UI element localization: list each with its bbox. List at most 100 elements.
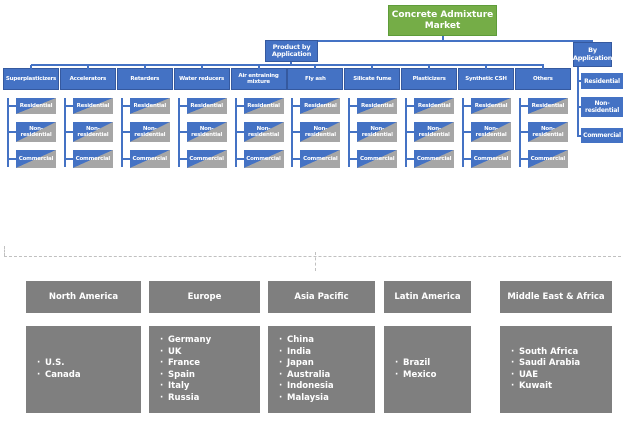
application-node: Commercial <box>7 150 56 168</box>
bullet-icon: · <box>37 369 41 380</box>
bullet-icon: · <box>279 335 283 345</box>
region-country-item: ·Germany <box>160 335 260 347</box>
region-country-item: · Malaysia <box>279 393 375 405</box>
dashed-divider-center-stub <box>315 252 316 271</box>
bullet-icon: · <box>279 369 283 380</box>
application-node: Residential <box>234 98 284 114</box>
region-country-item: ·South Africa <box>511 347 612 359</box>
application-node: Non-residential <box>234 122 284 142</box>
region-country-item: ·Spain <box>160 370 260 382</box>
application-node: Residential <box>177 98 227 114</box>
product-node: Retarders <box>116 65 173 90</box>
region-card-latin-america: Latin America·Brazil·Mexico <box>384 281 471 413</box>
region-country-item: ·France <box>160 358 260 370</box>
application-node: Non-residential <box>120 122 170 142</box>
application-node: Residential <box>518 98 568 114</box>
region-country-list: ·U.S.·Canada <box>26 326 141 413</box>
bullet-icon: · <box>279 392 283 403</box>
region-country-item: ·U.S. <box>37 358 141 370</box>
application-node: Non-residential <box>177 122 227 142</box>
region-header: Europe <box>149 281 260 313</box>
application-node: Residential <box>462 98 511 114</box>
region-country-item: ·Mexico <box>395 370 471 382</box>
region-country-item: ·Brazil <box>395 358 471 370</box>
bullet-icon: · <box>160 381 164 391</box>
region-country-item: ·Indonesia <box>279 381 375 393</box>
application-node: Residential <box>7 98 56 114</box>
application-node: Non-residential <box>462 122 511 142</box>
bullet-icon: · <box>160 392 164 403</box>
application-node: Commercial <box>348 150 398 168</box>
country-label: Malaysia <box>287 392 329 403</box>
region-card-asia-pacific: Asia Pacific·China·India·Japan·Australia… <box>268 281 375 413</box>
application-node: Commercial <box>120 150 170 168</box>
country-label: Italy <box>168 381 190 391</box>
by-application-node: By Application <box>573 42 612 67</box>
region-country-item: · Japan <box>279 358 375 370</box>
region-country-item: ·Kuwait <box>511 381 612 393</box>
product-by-application-node: Product by Application <box>265 40 318 62</box>
bullet-icon: · <box>160 335 164 345</box>
region-country-item: ·Russia <box>160 393 260 405</box>
application-node: Residential <box>63 98 113 114</box>
bullet-icon: · <box>511 369 515 380</box>
application-node: Commercial <box>63 150 113 168</box>
application-node: Non-residential <box>7 122 56 142</box>
region-country-item: ·China <box>279 335 375 347</box>
region-country-item: ·India <box>279 347 375 359</box>
country-label: Japan <box>287 358 314 368</box>
product-node: Plasticizers <box>401 65 458 90</box>
product-node: Superplasticizers <box>3 65 59 90</box>
bullet-icon: · <box>160 358 164 368</box>
product-node: Synthetic CSH <box>458 65 514 90</box>
dashed-divider-horizontal <box>4 256 621 257</box>
bullet-icon: · <box>395 369 399 380</box>
application-node: Residential <box>291 98 341 114</box>
region-card-middle-east-africa: Middle East & Africa·South Africa·Saudi … <box>500 281 612 413</box>
region-header: North America <box>26 281 141 313</box>
country-label: UK <box>168 346 182 357</box>
application-node: Commercial <box>177 150 227 168</box>
country-label: Brazil <box>403 358 431 368</box>
region-country-item: ·UAE <box>511 370 612 382</box>
region-country-item: ·Canada <box>37 370 141 382</box>
connector-products-bus <box>31 64 544 66</box>
region-country-item: ·Saudi Arabia <box>511 358 612 370</box>
region-header: Latin America <box>384 281 471 313</box>
dashed-divider-left-stub <box>4 246 5 256</box>
country-label: U.S. <box>45 358 65 368</box>
product-node: Water reducers <box>173 65 230 90</box>
application-node: Non-residential <box>63 122 113 142</box>
by-application-item: Non-residential <box>577 97 623 117</box>
bullet-icon: · <box>279 358 283 368</box>
application-node: Non-residential <box>348 122 398 142</box>
application-node: Residential <box>348 98 398 114</box>
country-label: India <box>287 346 311 357</box>
bullet-icon: · <box>279 381 283 391</box>
region-country-item: · Italy <box>160 381 260 393</box>
country-label: South Africa <box>519 346 579 357</box>
root-node: Concrete Admixture Market <box>388 5 497 36</box>
by-application-item: Commercial <box>577 128 623 143</box>
connector-product-vertical <box>290 62 292 65</box>
region-country-list: ·China·India·Japan·Australia·Indonesia·M… <box>268 326 375 413</box>
application-node: Commercial <box>234 150 284 168</box>
region-country-item: ·Australia <box>279 370 375 382</box>
